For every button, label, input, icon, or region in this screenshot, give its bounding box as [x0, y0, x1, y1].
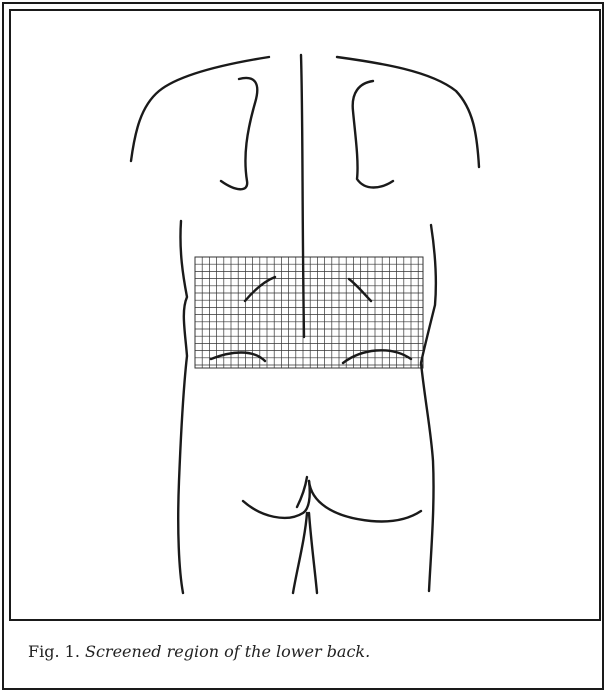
inner-leg-left: [293, 513, 307, 593]
back-diagram: [11, 11, 599, 619]
left-scapula-outline: [221, 78, 257, 189]
figure-caption: Fig. 1. Screened region of the lower bac…: [28, 640, 588, 664]
spine-line: [301, 55, 304, 337]
inner-leg-right: [309, 513, 317, 593]
caption-text: Screened region of the lower back.: [85, 642, 370, 661]
right-scapula-outline: [353, 81, 393, 188]
left-shoulder-outline: [131, 57, 269, 161]
right-shoulder-outline: [337, 57, 479, 167]
figure-illustration-panel: [9, 9, 601, 621]
left-flank-outline: [178, 221, 187, 593]
caption-label: Fig. 1.: [28, 642, 80, 661]
right-buttock-outline: [309, 481, 421, 522]
gluteal-cleft: [297, 477, 307, 507]
